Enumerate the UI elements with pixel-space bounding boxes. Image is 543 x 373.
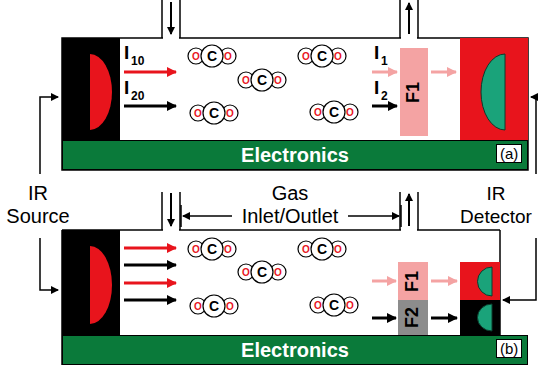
intensity-symbol: I — [374, 42, 379, 64]
callout-label: IR Detector — [451, 182, 541, 228]
carbon-atom — [311, 238, 333, 260]
oxygen-letter: O — [242, 75, 250, 86]
oxygen-letter: O — [224, 51, 232, 62]
oxygen-letter: O — [274, 75, 282, 86]
carbon-letter: C — [207, 48, 217, 64]
carbon-letter: C — [329, 297, 339, 313]
oxygen-letter: O — [192, 244, 200, 255]
carbon-letter: C — [209, 298, 219, 314]
carbon-letter: C — [207, 241, 217, 257]
carbon-letter: C — [329, 104, 339, 120]
intensity-symbol: I — [124, 42, 129, 64]
carbon-atom — [323, 294, 345, 316]
filter-f1: F1 — [398, 262, 428, 300]
carbon-atom — [323, 101, 345, 123]
co2-molecules — [188, 45, 358, 317]
intensity-subscript: 20 — [131, 89, 144, 103]
intensity-subscript: 1 — [381, 54, 388, 68]
carbon-letter: C — [209, 105, 219, 121]
carbon-letter: C — [317, 48, 327, 64]
carbon-atom — [251, 261, 273, 283]
intensity-symbol: I — [374, 77, 379, 99]
oxygen-letter: O — [194, 301, 202, 312]
carbon-atom — [311, 45, 333, 67]
oxygen-letter: O — [226, 108, 234, 119]
oxygen-letter: O — [346, 300, 354, 311]
intensity-subscript: 10 — [131, 54, 144, 68]
carbon-letter: C — [317, 241, 327, 257]
oxygen-letter: O — [314, 107, 322, 118]
oxygen-letter: O — [194, 108, 202, 119]
node-text: Electronics — [241, 144, 349, 167]
oxygen-letter: O — [274, 267, 282, 278]
node-text: Electronics — [241, 339, 349, 362]
callout-label: Gas Inlet/Outlet — [225, 182, 355, 228]
filter-f1: F1 — [400, 48, 428, 136]
oxygen-letter: O — [192, 51, 200, 62]
filter-f2: F2 — [398, 300, 428, 335]
carbon-atom — [251, 69, 273, 91]
oxygen-letter: O — [346, 107, 354, 118]
carbon-atom — [201, 45, 223, 67]
node-text: F2 — [402, 307, 423, 328]
oxygen-letter: O — [314, 300, 322, 311]
node-text: F1 — [403, 81, 424, 102]
oxygen-letter: O — [242, 267, 250, 278]
intensity-subscript: 2 — [381, 89, 388, 103]
electronics-band: Electronics — [62, 140, 528, 170]
panel-letter: (a) — [496, 144, 522, 163]
oxygen-letter: O — [226, 301, 234, 312]
electronics-band: Electronics — [62, 335, 528, 365]
panel-a — [62, 0, 528, 170]
carbon-letter: C — [257, 72, 267, 88]
carbon-atom — [201, 238, 223, 260]
oxygen-letter: O — [334, 51, 342, 62]
carbon-atom — [203, 295, 225, 317]
callout-label: IR Source — [2, 182, 74, 228]
oxygen-letter: O — [302, 51, 310, 62]
panel-letter: (b) — [496, 339, 522, 358]
oxygen-letter: O — [302, 244, 310, 255]
carbon-letter: C — [257, 264, 267, 280]
oxygen-letter: O — [334, 244, 342, 255]
carbon-atom — [203, 102, 225, 124]
node-text: F1 — [402, 270, 423, 291]
oxygen-letter: O — [224, 244, 232, 255]
intensity-symbol: I — [124, 77, 129, 99]
